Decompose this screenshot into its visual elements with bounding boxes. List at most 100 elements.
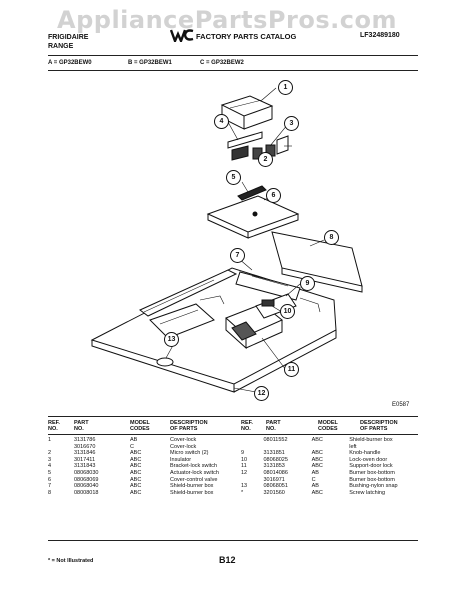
part-codes-cell: ABC xyxy=(130,469,142,476)
part-desc-cell: Cover-lock xyxy=(170,437,197,443)
part-part-cell: 3017411 xyxy=(74,456,96,463)
part-codes-cell: ABC xyxy=(130,463,142,470)
part-part-cell: 3131851 xyxy=(263,450,285,457)
part-ref-cell xyxy=(241,437,263,444)
callout-11: 11 xyxy=(284,362,299,377)
part-ref-cell: 1 xyxy=(48,437,52,443)
part-desc-cell: Shield-burner box xyxy=(170,483,214,490)
diagram-drawing xyxy=(90,87,363,393)
col-header-part-line2: NO. xyxy=(74,426,84,432)
callout-8: 8 xyxy=(324,230,339,245)
part-ref-cell: 8 xyxy=(48,489,52,496)
part-codes-cell: ABC xyxy=(130,489,142,496)
part-ref-cell xyxy=(241,477,263,484)
col-header-part: PART NO. xyxy=(74,420,89,432)
part-codes-cell: ABC xyxy=(130,483,142,490)
part-ref-cell: 5 xyxy=(48,469,52,476)
part-desc-cell: Cover-lock xyxy=(170,443,197,450)
callout-6: 6 xyxy=(266,188,281,203)
part-desc-cell: Cover-control valve xyxy=(170,476,218,483)
part-part-cell: 3131843 xyxy=(74,463,96,470)
part-codes-cell xyxy=(312,444,350,451)
part-part-cell: 3131786 xyxy=(74,437,96,443)
part-desc-cell: Lock-oven door xyxy=(349,456,388,463)
col-header-desc-right: DESCRIPTION OF PARTS xyxy=(360,420,398,432)
part-desc-cell: Bushing-nylon snap xyxy=(349,483,398,490)
wci-logo xyxy=(169,28,194,45)
parts-table-row: left xyxy=(241,444,418,451)
part-codes-cell: ABC xyxy=(130,450,142,457)
col-header-ref-line2: NO. xyxy=(48,426,58,432)
part-ref-cell xyxy=(48,444,74,451)
part-codes-cell: C xyxy=(311,476,316,483)
col-header-desc: DESCRIPTION OF PARTS xyxy=(170,420,208,432)
col-header-part-right-line2: NO. xyxy=(266,426,276,432)
col-header-desc-line2: OF PARTS xyxy=(170,426,198,432)
product-type-label: RANGE xyxy=(48,43,74,50)
part-part-cell: 08014086 xyxy=(263,469,288,476)
part-part-cell: 08068030 xyxy=(74,469,99,476)
part-part-cell: 08008018 xyxy=(74,489,99,496)
brand-label: FRIGIDAIRE xyxy=(48,34,89,41)
callout-10: 10 xyxy=(280,304,295,319)
part-desc-cell: Actuator-lock switch xyxy=(170,469,219,476)
col-header-part-right-line1: PART xyxy=(266,420,281,426)
part-ref-cell: 2 xyxy=(48,450,52,457)
col-header-model-right: MODEL CODES xyxy=(318,420,338,432)
part-ref-cell: 3 xyxy=(48,456,52,463)
header-underline xyxy=(48,434,418,435)
model-code-c: C = GP32BEW2 xyxy=(200,60,244,66)
part-part-cell: 08068051 xyxy=(263,483,288,490)
part-codes-cell: ABC xyxy=(130,476,142,483)
catalog-number: LF32489180 xyxy=(360,32,400,39)
part-part-cell: 3131846 xyxy=(74,450,96,457)
col-header-desc-right-line2: OF PARTS xyxy=(360,426,388,432)
part-part-cell: 08068040 xyxy=(74,483,99,490)
col-header-ref-right-line1: REF. xyxy=(241,420,253,426)
figure-code: E0587 xyxy=(392,402,410,408)
catalog-title: FACTORY PARTS CATALOG xyxy=(196,32,297,41)
part-part-cell xyxy=(263,444,311,451)
exploded-parts-diagram: 1 2 3 4 5 6 7 8 9 10 11 12 13 E0587 xyxy=(48,72,418,412)
part-part-cell: 08011552 xyxy=(263,437,288,443)
callout-2: 2 xyxy=(258,152,273,167)
col-header-model: MODEL CODES xyxy=(130,420,150,432)
part-codes-cell: ABC xyxy=(311,489,323,496)
part-part-cell: 08068069 xyxy=(74,476,99,483)
col-header-part-right: PART NO. xyxy=(266,420,281,432)
callout-1: 1 xyxy=(278,80,293,95)
part-codes-cell: ABC xyxy=(311,463,323,470)
part-desc-cell: Screw latching xyxy=(349,489,386,496)
col-header-ref-right: REF. NO. xyxy=(241,420,253,432)
part-desc-cell: Insulator xyxy=(170,456,192,463)
footnote: * = Not Illustrated xyxy=(48,558,94,564)
watermark-text: AppliancePartsPros.com xyxy=(57,6,397,34)
table-top-rule xyxy=(48,416,418,417)
col-header-desc-line1: DESCRIPTION xyxy=(170,420,208,426)
part-desc-cell: Knob-handle xyxy=(349,450,381,457)
col-header-desc-right-line1: DESCRIPTION xyxy=(360,420,398,426)
part-codes-cell: AB xyxy=(311,469,319,476)
model-codes-bar: A = GP32BEW0 B = GP32BEW1 C = GP32BEW2 xyxy=(48,60,418,69)
part-ref-cell xyxy=(241,444,263,451)
col-header-ref-right-line2: NO. xyxy=(241,426,251,432)
callout-3: 3 xyxy=(284,116,299,131)
part-codes-cell: ABC xyxy=(311,456,323,463)
part-ref-cell: 9 xyxy=(241,450,245,457)
part-codes-cell: ABC xyxy=(311,437,323,443)
table-bottom-rule xyxy=(48,540,418,541)
part-ref-cell: 10 xyxy=(241,456,248,463)
